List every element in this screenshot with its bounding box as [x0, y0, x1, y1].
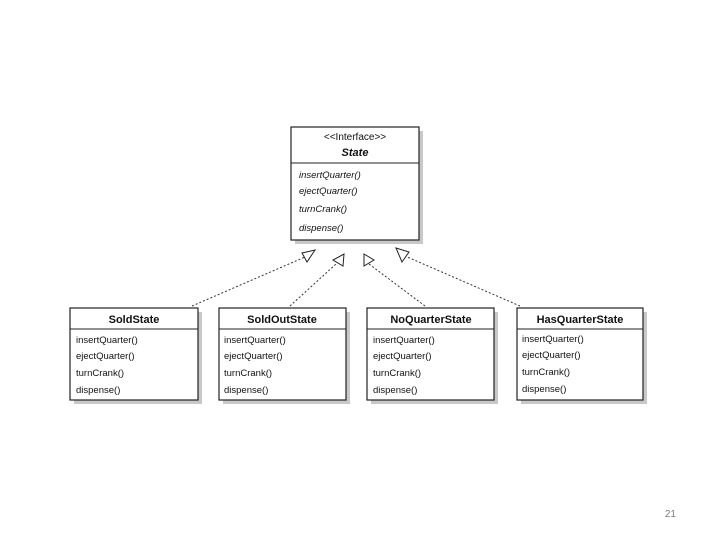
class-method: insertQuarter() — [76, 335, 138, 346]
interface-method: dispense() — [299, 223, 343, 234]
class-method: insertQuarter() — [522, 334, 584, 345]
class-method: dispense() — [522, 384, 566, 395]
class-method: dispense() — [76, 385, 120, 396]
class-soldstate-box: SoldState insertQuarter() ejectQuarter()… — [69, 307, 202, 404]
interface-stereotype: <<Interface>> — [324, 132, 386, 143]
class-hasquarterstate-box: HasQuarterState insertQuarter() ejectQua… — [516, 307, 647, 404]
class-method: ejectQuarter() — [76, 351, 135, 362]
realization-line-soldoutstate — [289, 263, 337, 307]
class-frame — [69, 307, 199, 401]
class-method: ejectQuarter() — [373, 351, 432, 362]
interface-method: ejectQuarter() — [299, 186, 358, 197]
class-method: turnCrank() — [76, 368, 124, 379]
class-method: insertQuarter() — [224, 335, 286, 346]
class-soldoutstate-box: SoldOutState insertQuarter() ejectQuarte… — [218, 307, 350, 404]
arrowhead-soldstate — [301, 249, 317, 263]
interface-state-box: <<Interface>> State insertQuarter() ejec… — [290, 126, 423, 244]
interface-frame — [290, 126, 420, 241]
class-method: ejectQuarter() — [522, 350, 581, 361]
realization-line-noquarterstate — [368, 263, 426, 307]
class-method: dispense() — [373, 385, 417, 396]
class-frame — [366, 307, 495, 401]
class-noquarterstate-box: NoQuarterState insertQuarter() ejectQuar… — [366, 307, 498, 404]
class-name: SoldOutState — [247, 314, 317, 326]
class-frame — [516, 307, 644, 401]
realization-line-soldstate — [191, 256, 306, 307]
class-method: insertQuarter() — [373, 335, 435, 346]
arrowhead-soldoutstate — [331, 253, 345, 267]
class-method: turnCrank() — [373, 368, 421, 379]
class-frame — [218, 307, 347, 401]
class-name: HasQuarterState — [537, 314, 624, 326]
interface-method: turnCrank() — [299, 204, 347, 215]
interface-method: insertQuarter() — [299, 170, 361, 181]
interface-name: State — [342, 147, 369, 159]
arrowhead-hasquarterstate — [395, 247, 410, 264]
class-method: ejectQuarter() — [224, 351, 283, 362]
arrowhead-noquarterstate — [363, 253, 375, 267]
class-method: turnCrank() — [224, 368, 272, 379]
class-method: turnCrank() — [522, 367, 570, 378]
realization-line-hasquarterstate — [404, 255, 521, 307]
slide-number: 21 — [664, 509, 676, 520]
class-method: dispense() — [224, 385, 268, 396]
class-name: SoldState — [109, 314, 160, 326]
realization-arrowheads — [301, 247, 410, 267]
class-name: NoQuarterState — [390, 314, 471, 326]
realization-connectors — [191, 255, 521, 307]
